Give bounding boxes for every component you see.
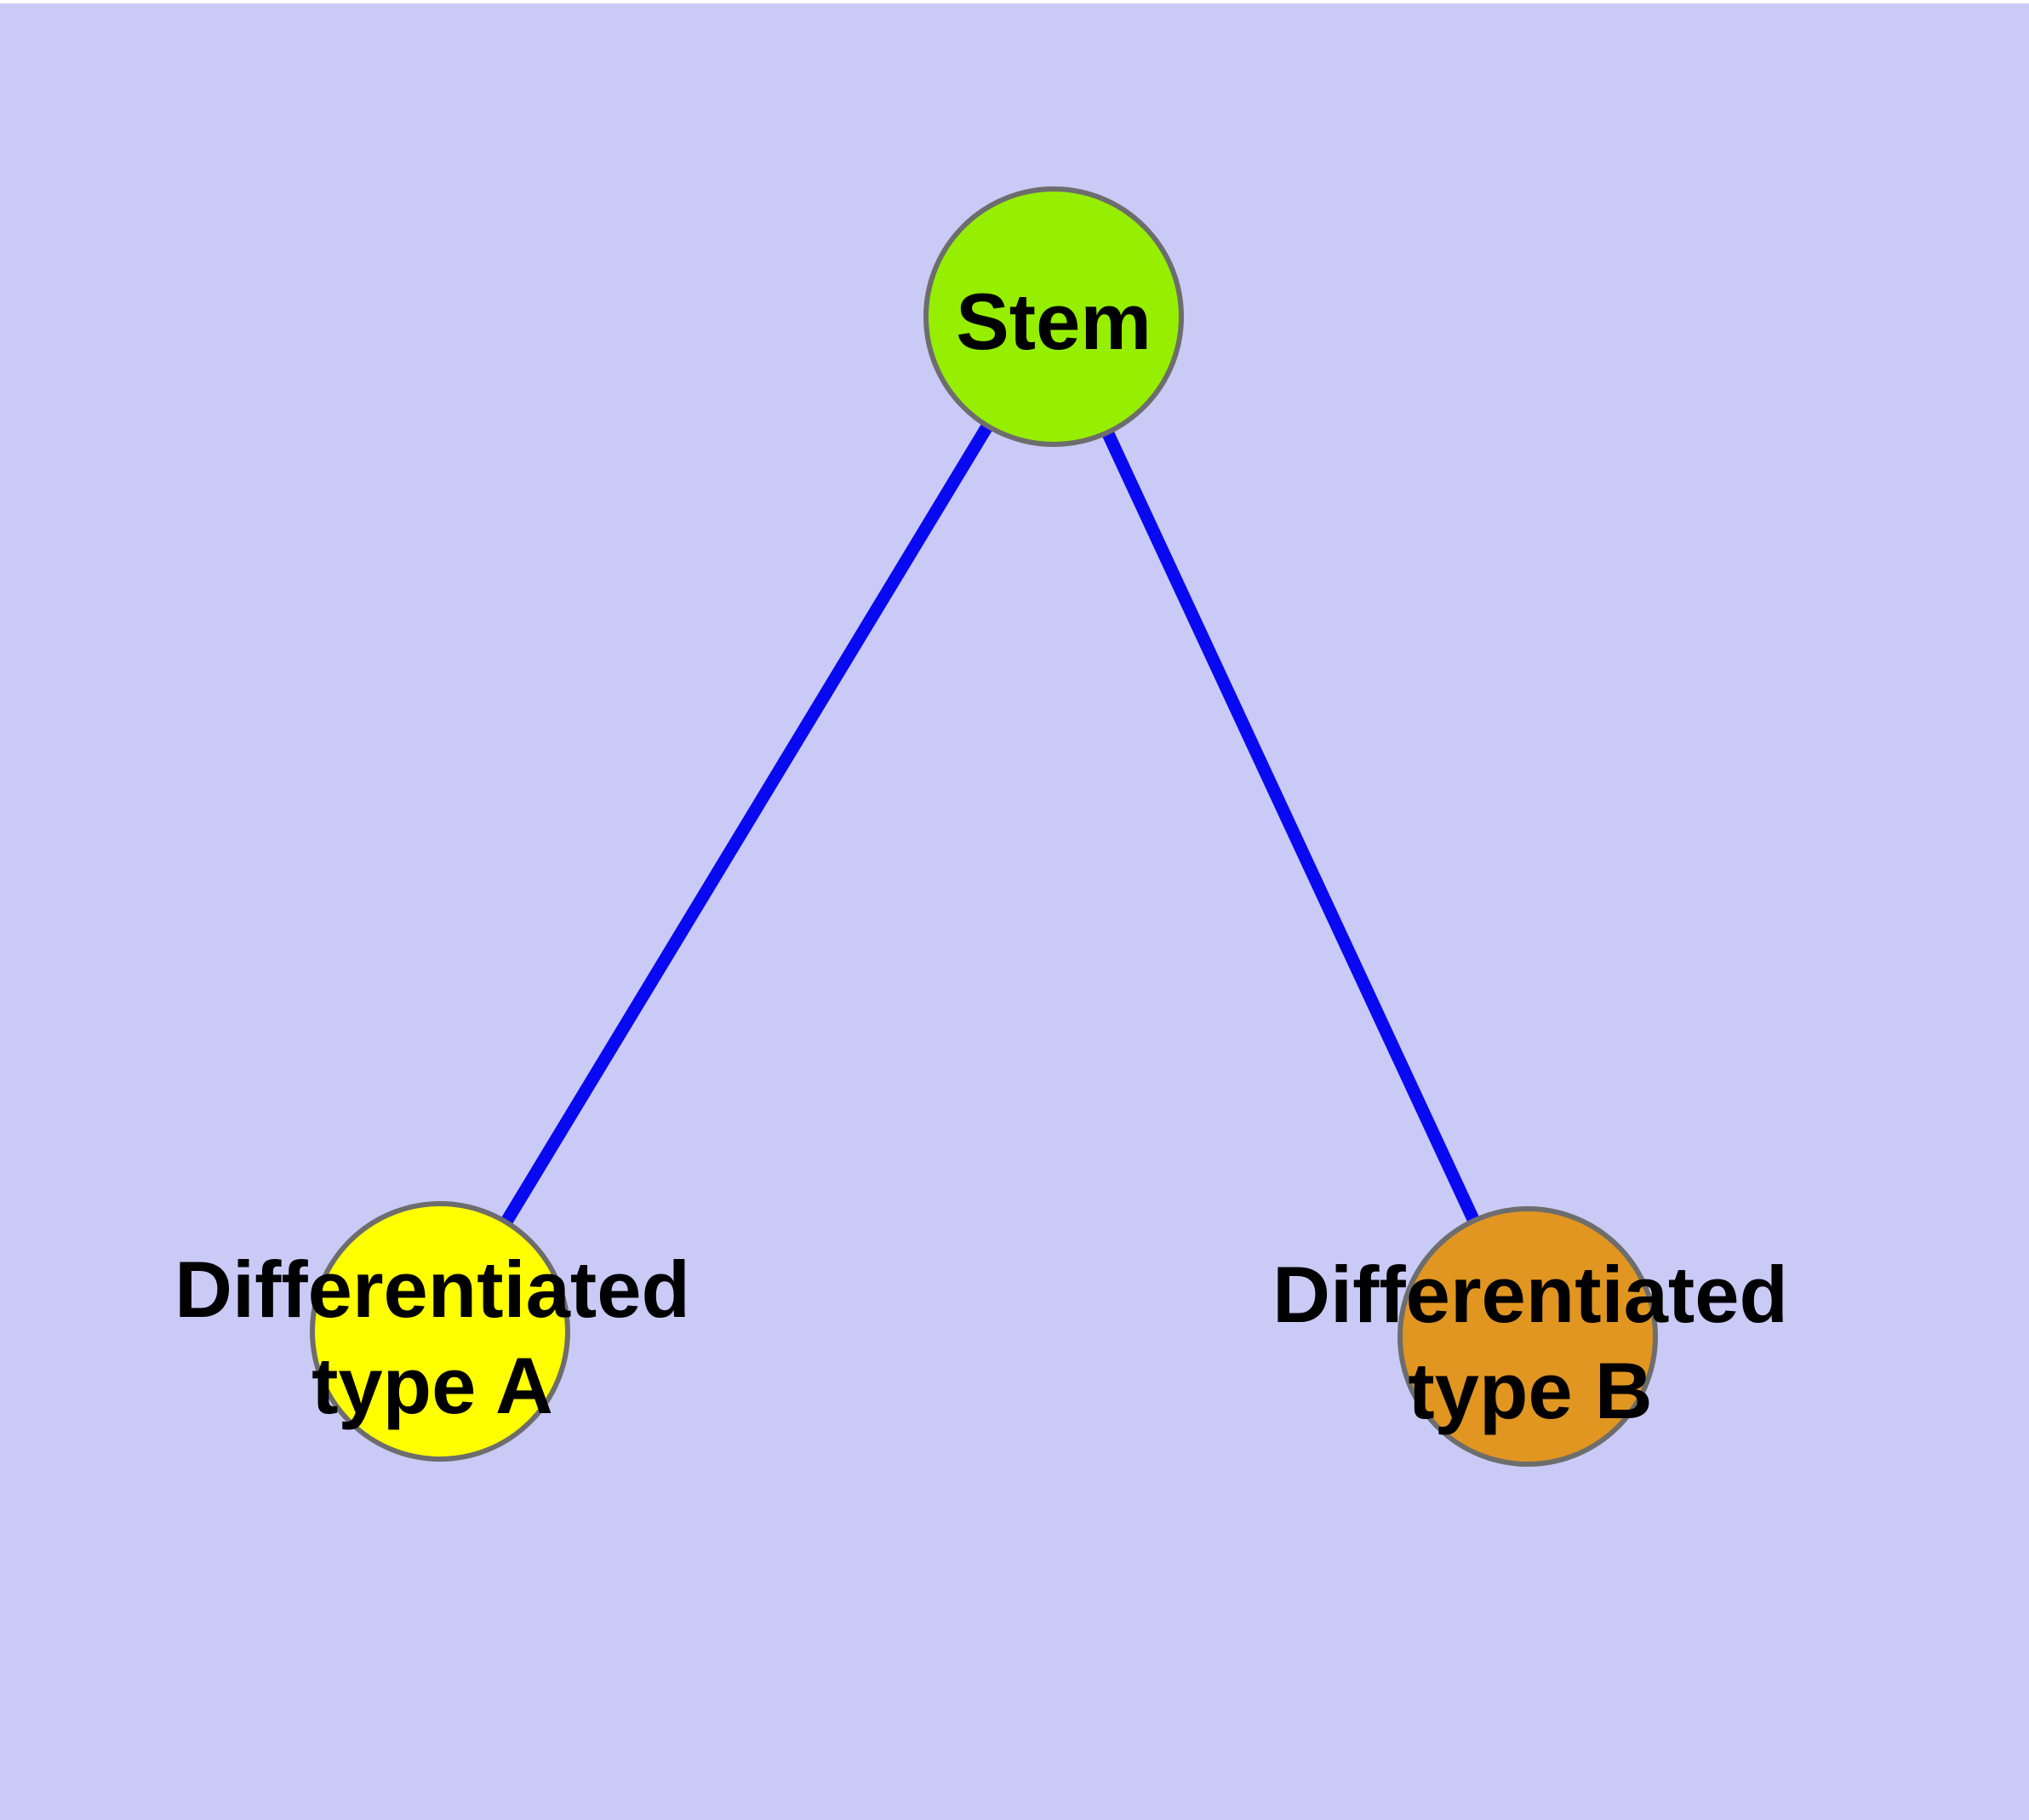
node-type-a — [310, 1201, 570, 1462]
node-type-a-label-line2: type A — [311, 1341, 553, 1430]
node-stem — [923, 186, 1184, 447]
edge-stem-to-type-b — [1048, 313, 1534, 1340]
top-white-strip — [0, 0, 2029, 3]
node-type-b-label-line1: Differentiated — [1272, 1250, 1788, 1339]
node-stem-label: Stem — [956, 277, 1152, 366]
edge-stem-to-type-a — [434, 313, 1060, 1335]
node-type-b — [1397, 1206, 1658, 1467]
node-type-a-label-line1: Differentiated — [174, 1245, 690, 1334]
node-type-b-label-line2: type B — [1408, 1346, 1652, 1435]
